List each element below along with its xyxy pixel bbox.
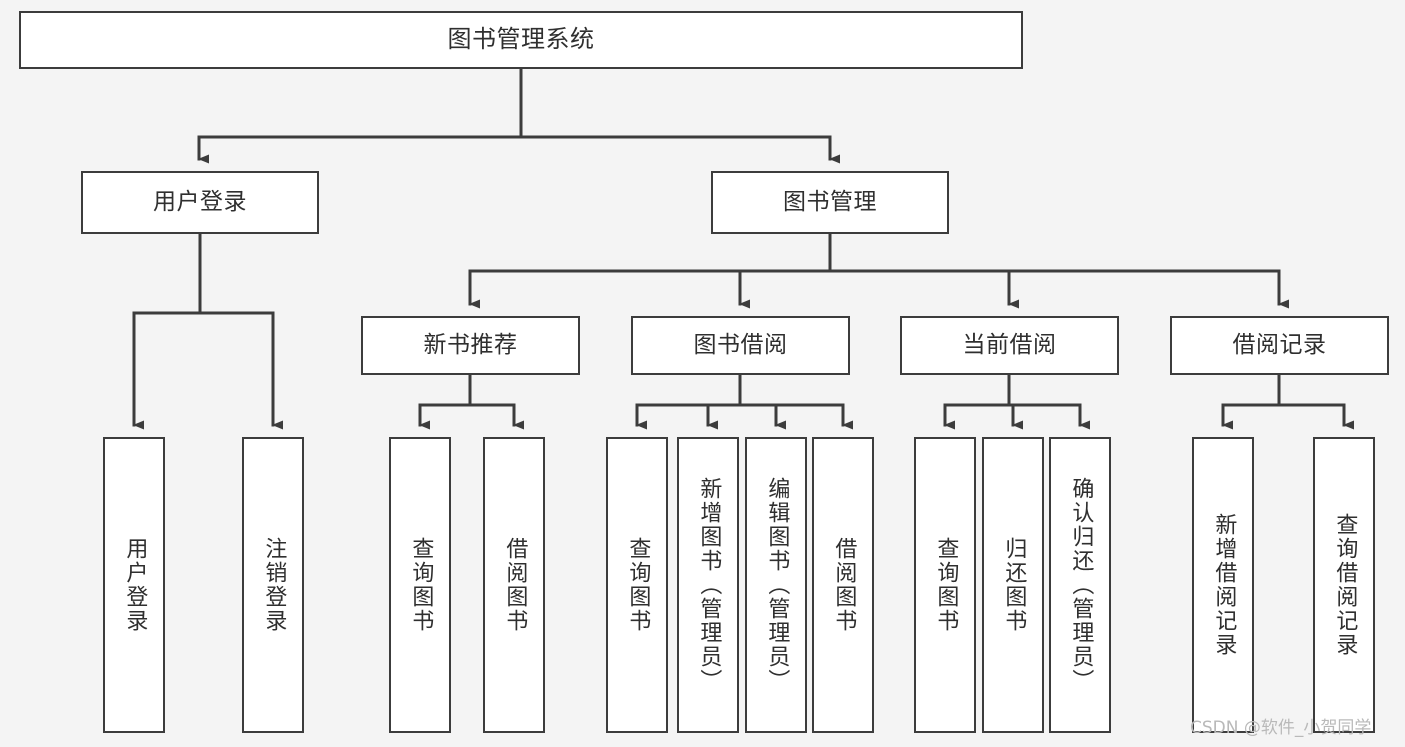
leaf-current-query-book-label: 查询图书 [933, 537, 959, 633]
node-new-book-recommendation[interactable]: 新书推荐 [361, 316, 580, 375]
leaf-current-return-book[interactable]: 归还图书 [982, 437, 1044, 733]
csdn-watermark: CSDN @软件_小贺同学 [1190, 718, 1372, 738]
node-book-management[interactable]: 图书管理 [711, 171, 949, 234]
node-borrow-record[interactable]: 借阅记录 [1170, 316, 1389, 375]
node-root[interactable]: 图书管理系统 [19, 11, 1023, 69]
leaf-logout-label: 注销登录 [261, 537, 287, 633]
leaf-recommend-query-book-label: 查询图书 [408, 537, 434, 633]
leaf-record-add-borrow-record-label: 新增借阅记录 [1211, 513, 1237, 657]
node-user-login[interactable]: 用户登录 [81, 171, 319, 234]
leaf-user-login-label: 用户登录 [122, 537, 148, 633]
leaf-current-confirm-return-admin[interactable]: 确认归还（管理员） [1049, 437, 1111, 733]
leaf-record-query-borrow-record-label: 查询借阅记录 [1332, 513, 1358, 657]
node-new-book-recommendation-label: 新书推荐 [423, 332, 518, 359]
leaf-user-login[interactable]: 用户登录 [103, 437, 165, 733]
node-book-borrow[interactable]: 图书借阅 [631, 316, 850, 375]
leaf-borrow-edit-book-admin[interactable]: 编辑图书（管理员） [745, 437, 807, 733]
leaf-borrow-query-book-label: 查询图书 [625, 537, 651, 633]
leaf-logout[interactable]: 注销登录 [242, 437, 304, 733]
leaf-current-return-book-label: 归还图书 [1001, 537, 1027, 633]
leaf-recommend-borrow-book[interactable]: 借阅图书 [483, 437, 545, 733]
leaf-borrow-borrow-book-label: 借阅图书 [831, 537, 857, 633]
leaf-record-add-borrow-record[interactable]: 新增借阅记录 [1192, 437, 1254, 733]
node-root-label: 图书管理系统 [447, 25, 595, 54]
leaf-borrow-add-book-admin[interactable]: 新增图书（管理员） [677, 437, 739, 733]
node-current-borrow-label: 当前借阅 [962, 332, 1057, 359]
leaf-borrow-edit-book-admin-label: 编辑图书（管理员） [764, 477, 790, 693]
leaf-current-query-book[interactable]: 查询图书 [914, 437, 976, 733]
node-user-login-label: 用户登录 [153, 189, 247, 216]
leaf-borrow-add-book-admin-label: 新增图书（管理员） [696, 477, 722, 693]
node-current-borrow[interactable]: 当前借阅 [900, 316, 1119, 375]
node-borrow-record-label: 借阅记录 [1232, 332, 1327, 359]
leaf-current-confirm-return-admin-label: 确认归还（管理员） [1068, 477, 1094, 693]
leaf-recommend-borrow-book-label: 借阅图书 [502, 537, 528, 633]
leaf-recommend-query-book[interactable]: 查询图书 [389, 437, 451, 733]
leaf-borrow-query-book[interactable]: 查询图书 [606, 437, 668, 733]
leaf-borrow-borrow-book[interactable]: 借阅图书 [812, 437, 874, 733]
node-book-borrow-label: 图书借阅 [693, 332, 788, 359]
node-book-management-label: 图书管理 [783, 189, 877, 216]
leaf-record-query-borrow-record[interactable]: 查询借阅记录 [1313, 437, 1375, 733]
